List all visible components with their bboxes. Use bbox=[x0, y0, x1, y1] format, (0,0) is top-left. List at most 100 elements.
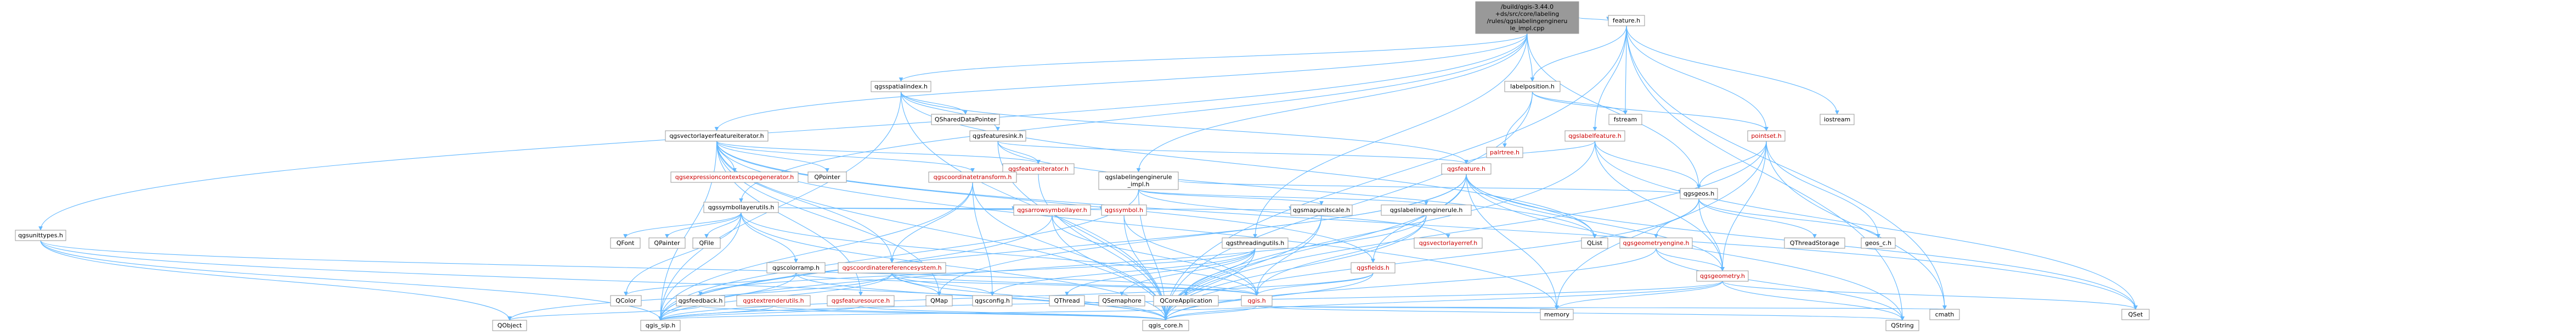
edge-root-to-qgslabelingengineruleimpl bbox=[1136, 33, 1528, 172]
node-label: /rules/qgslabelingengineru bbox=[1487, 18, 1568, 25]
node-qgsgeometryengine[interactable]: qgsgeometryengine.h bbox=[1619, 237, 1693, 249]
node-label: QObject bbox=[498, 322, 522, 329]
node-QPointer[interactable]: QPointer bbox=[807, 171, 847, 183]
node-box bbox=[1241, 295, 1273, 307]
node-feature[interactable]: feature.h bbox=[1608, 15, 1645, 26]
node-qgssymbol[interactable]: qgssymbol.h bbox=[1101, 204, 1147, 216]
edge-qgscoordinatetransform-to-qgscoordinatereferencesystem bbox=[890, 182, 973, 263]
node-label: qgsgeometry.h bbox=[1700, 272, 1745, 280]
edge-feature-to-pointset bbox=[1626, 25, 1769, 131]
node-label: +ds/src/core/labeling bbox=[1495, 10, 1560, 18]
node-qgis_core[interactable]: qgis_core.h bbox=[1142, 320, 1189, 331]
edge-qgsvectorlayerfeatureiterator-to-qgsfeatureiterator bbox=[716, 141, 1041, 164]
node-label: qgsfeaturesource.h bbox=[832, 297, 890, 304]
edge-qgsfeaturesink-to-qgsfeatureiterator bbox=[997, 141, 1041, 164]
edge-qgsfeature-to-memory bbox=[1466, 174, 1559, 310]
node-label: QThreadStorage bbox=[1790, 240, 1839, 247]
node-QThreadStorage[interactable]: QThreadStorage bbox=[1784, 237, 1845, 249]
node-box bbox=[827, 295, 895, 307]
node-qgsarrowsymbollayer[interactable]: qgsarrowsymbollayer.h bbox=[1013, 204, 1091, 216]
node-qgscoordinatetransform[interactable]: qgscoordinatetransform.h bbox=[928, 171, 1017, 183]
node-qgsconfig[interactable]: qgsconfig.h bbox=[972, 295, 1013, 307]
node-box bbox=[703, 202, 779, 213]
node-box bbox=[1222, 237, 1289, 249]
node-label: qgsunittypes.h bbox=[18, 232, 63, 239]
node-label: qgsvectorlayerref.h bbox=[1419, 240, 1478, 247]
node-box bbox=[1002, 163, 1075, 175]
node-qgsunittypes[interactable]: qgsunittypes.h bbox=[15, 230, 66, 241]
node-box bbox=[928, 171, 1017, 183]
node-qgscolorramp[interactable]: qgscolorramp.h bbox=[766, 262, 826, 274]
node-box bbox=[1608, 15, 1645, 26]
node-qgslabelingenginerule[interactable]: qgslabelingenginerule.h bbox=[1381, 204, 1472, 216]
node-box bbox=[648, 237, 686, 249]
edge-qgsthreadingutils-to-QSemaphore bbox=[1120, 248, 1256, 296]
node-qgsfeaturesink[interactable]: qgsfeaturesink.h bbox=[969, 130, 1026, 142]
node-labelposition[interactable]: labelposition.h bbox=[1504, 81, 1561, 92]
node-qgsmapunitscale[interactable]: qgsmapunitscale.h bbox=[1290, 204, 1353, 216]
node-label: qgis.h bbox=[1247, 297, 1266, 304]
node-QFile[interactable]: QFile bbox=[692, 237, 721, 249]
node-qgsexpressioncontextscopegenerator[interactable]: qgsexpressioncontextscopegenerator.h bbox=[670, 171, 799, 183]
node-label: qgsgeos.h bbox=[1684, 190, 1714, 197]
node-label: qgsvectorlayerfeatureiterator.h bbox=[669, 132, 764, 140]
node-qgslabelingengineruleimpl[interactable]: qgslabelingenginerule_impl.h bbox=[1098, 171, 1179, 190]
node-qgis[interactable]: qgis.h bbox=[1241, 295, 1273, 307]
node-QColor[interactable]: QColor bbox=[610, 295, 642, 307]
node-box bbox=[1049, 295, 1085, 307]
edge-qgssymbollayerutils-to-QColor bbox=[624, 212, 742, 296]
node-root[interactable]: /build/qgis-3.44.0+ds/src/core/labeling/… bbox=[1475, 1, 1579, 34]
node-box bbox=[807, 171, 847, 183]
node-qgsgeos[interactable]: qgsgeos.h bbox=[1680, 188, 1718, 199]
node-iostream[interactable]: iostream bbox=[1820, 114, 1855, 125]
node-qgsspatialindex[interactable]: qgsspatialindex.h bbox=[871, 81, 931, 92]
node-qgslabelfeature[interactable]: qgslabelfeature.h bbox=[1564, 130, 1625, 142]
node-QSet[interactable]: QSet bbox=[2121, 309, 2150, 320]
edge-qgslabelfeature-to-qgsfeature bbox=[1464, 141, 1596, 164]
node-geos_c[interactable]: geos_c.h bbox=[1861, 237, 1896, 249]
node-QSemaphore[interactable]: QSemaphore bbox=[1098, 295, 1145, 307]
node-qgsfeatureiterator[interactable]: qgsfeatureiterator.h bbox=[1002, 163, 1075, 175]
node-QObject[interactable]: QObject bbox=[492, 320, 527, 331]
node-QThread[interactable]: QThread bbox=[1049, 295, 1085, 307]
edge-qgslabelfeature-to-qgsgeos bbox=[1594, 141, 1701, 189]
node-pointset[interactable]: pointset.h bbox=[1747, 130, 1786, 142]
node-qgsfeaturesource[interactable]: qgsfeaturesource.h bbox=[827, 295, 895, 307]
node-qgsthreadingutils[interactable]: qgsthreadingutils.h bbox=[1222, 237, 1289, 249]
node-label: QCoreApplication bbox=[1160, 297, 1212, 304]
node-QPainter[interactable]: QPainter bbox=[648, 237, 686, 249]
node-qgsfeature[interactable]: qgsfeature.h bbox=[1441, 163, 1492, 175]
node-box bbox=[15, 230, 66, 241]
edge-qgslabelfeature-to-QSet bbox=[1594, 141, 2138, 310]
edge-qgis-to-memory bbox=[1256, 305, 1558, 310]
node-QFont[interactable]: QFont bbox=[610, 237, 641, 249]
node-box bbox=[1486, 147, 1523, 158]
node-QSharedDataPointer[interactable]: QSharedDataPointer bbox=[931, 114, 1000, 125]
node-QList[interactable]: QList bbox=[1581, 237, 1608, 249]
node-qgsfields[interactable]: qgsfields.h bbox=[1351, 262, 1396, 274]
edge-qgsgeos-to-QThreadStorage bbox=[1698, 198, 1817, 238]
edge-qgsfields-to-qgis_sip bbox=[658, 272, 1374, 321]
node-qgsfeedback[interactable]: qgsfeedback.h bbox=[676, 295, 725, 307]
node-cmath[interactable]: cmath bbox=[1929, 309, 1960, 320]
edge-qgis-to-qgis_sip bbox=[658, 305, 1257, 321]
node-qgsgeometry[interactable]: qgsgeometry.h bbox=[1696, 270, 1749, 282]
node-qgis_sip[interactable]: qgis_sip.h bbox=[640, 320, 681, 331]
node-QCoreApplication[interactable]: QCoreApplication bbox=[1153, 295, 1219, 307]
node-qgssymbollayerutils[interactable]: qgssymbollayerutils.h bbox=[703, 202, 779, 213]
edge-root-to-qgsunittypes bbox=[38, 33, 1528, 231]
edge-qgsfeaturesink-to-qgsfeature bbox=[997, 141, 1468, 164]
edge-qgis-to-QString bbox=[1256, 305, 1905, 321]
node-fstream[interactable]: fstream bbox=[1608, 114, 1642, 125]
node-memory[interactable]: memory bbox=[1540, 309, 1574, 320]
node-qgsvectorlayerfeatureiterator[interactable]: qgsvectorlayerfeatureiterator.h bbox=[665, 130, 769, 142]
node-qgsvectorlayerref[interactable]: qgsvectorlayerref.h bbox=[1414, 237, 1483, 249]
edge-qgsfeedback-to-QObject bbox=[507, 305, 701, 321]
node-box bbox=[838, 262, 946, 274]
node-qgstextrenderutils[interactable]: qgstextrenderutils.h bbox=[736, 295, 811, 307]
node-palrtree[interactable]: palrtree.h bbox=[1486, 147, 1523, 158]
edge-qgsarrowsymbollayer-to-qgis bbox=[1052, 215, 1259, 296]
node-QMap[interactable]: QMap bbox=[925, 295, 953, 307]
node-qgscoordinatereferencesystem[interactable]: qgscoordinatereferencesystem.h bbox=[838, 262, 946, 274]
node-QString[interactable]: QString bbox=[1885, 320, 1919, 331]
